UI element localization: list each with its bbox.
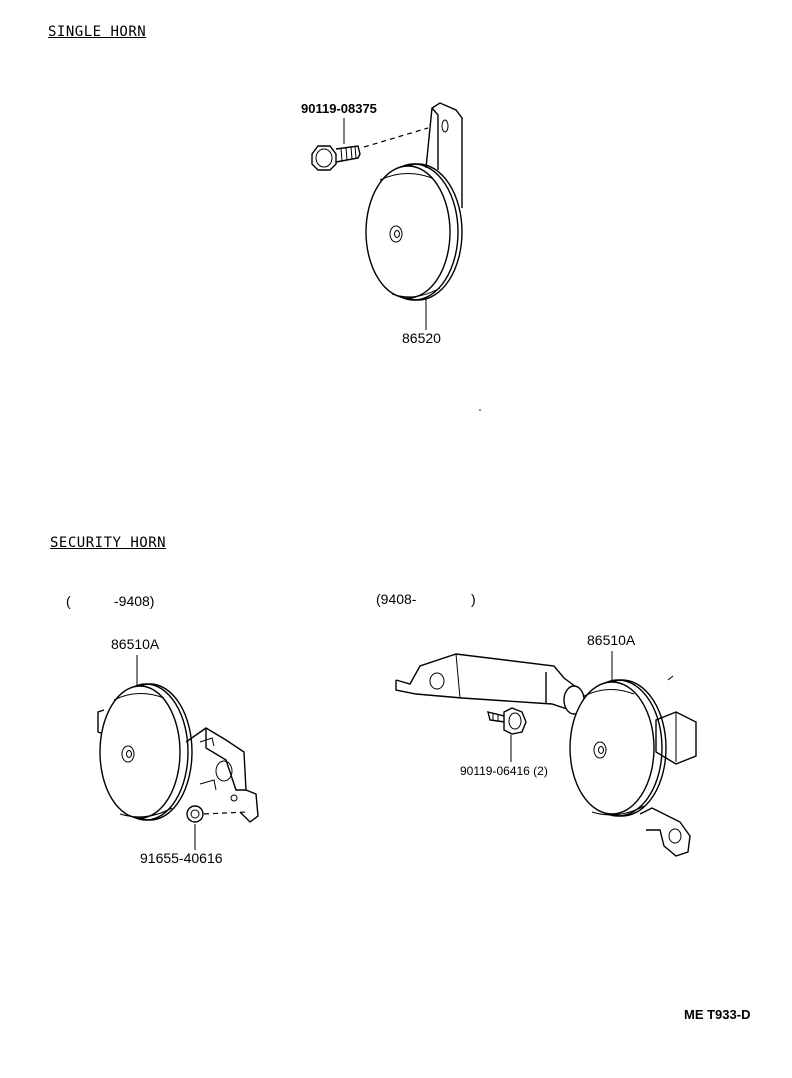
part-number-single-horn: 86520: [402, 330, 441, 346]
part-number-security-horn-left: 86510A: [111, 636, 160, 652]
right-variant-close-paren: ): [471, 591, 476, 607]
left-variant-open-paren: (: [66, 593, 71, 609]
single-horn-section-title: SINGLE HORN: [48, 24, 147, 40]
security-horn-left-assembly: [97, 655, 259, 823]
security-horn-section-title: SECURITY HORN: [50, 535, 167, 551]
single-horn-bolt: [311, 118, 429, 171]
part-number-single-bolt: 90119-08375: [301, 101, 377, 116]
single-horn-assembly: [365, 102, 463, 330]
part-number-security-horn-right: 86510A: [587, 632, 636, 648]
right-variant-date-range: (9408-: [376, 591, 417, 607]
part-number-security-bolt: 90119-06416 (2): [460, 764, 548, 778]
left-variant-date-range: -9408): [114, 593, 155, 609]
security-bolt: [487, 707, 527, 762]
diagram-code: ME T933-D: [684, 1007, 751, 1022]
security-nut: [186, 805, 247, 850]
part-number-security-nut: 91655-40616: [140, 850, 223, 866]
security-horn-right-assembly: [395, 651, 697, 857]
